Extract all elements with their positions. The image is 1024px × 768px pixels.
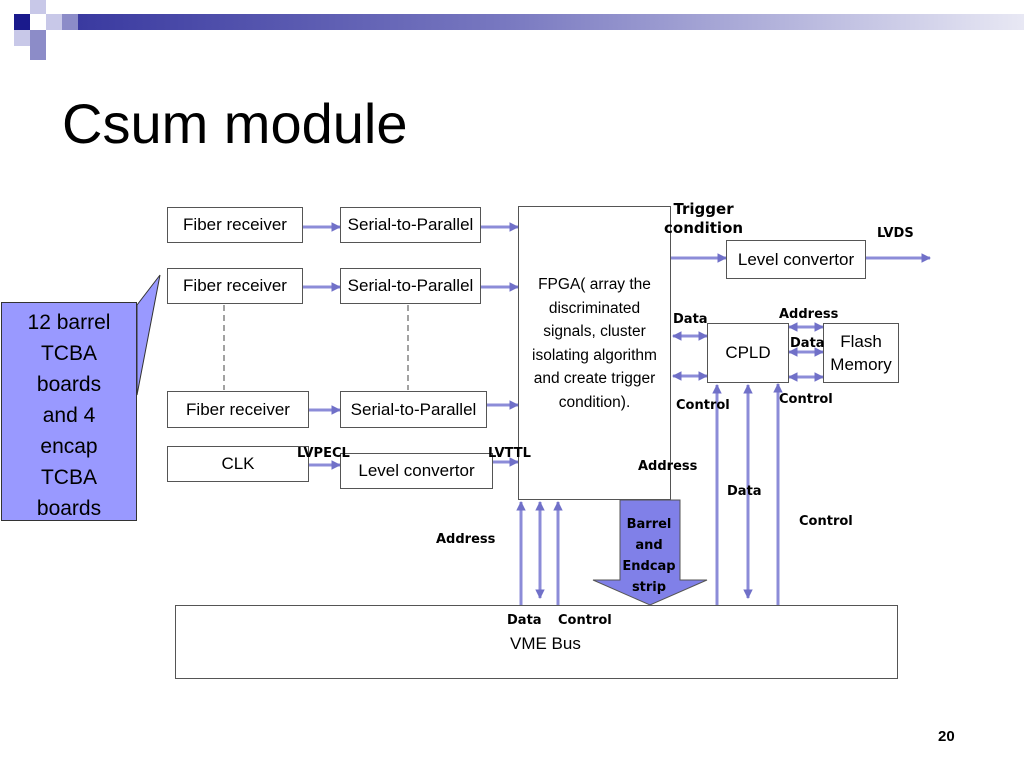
data-right-label: Data xyxy=(727,484,762,499)
address-cpld-flash-label: Address xyxy=(779,307,839,322)
fiber-receiver-3: Fiber receiver xyxy=(167,391,309,428)
fiber-receiver-2: Fiber receiver xyxy=(167,268,303,304)
lvpecl-label: LVPECL xyxy=(297,446,350,461)
boards-callout: 12 barrel TCBA boards and 4 encap TCBA b… xyxy=(1,302,137,521)
control-vme-label: Control xyxy=(558,613,612,628)
page-number: 20 xyxy=(938,728,955,745)
serial-to-parallel-3: Serial-to-Parallel xyxy=(340,391,487,428)
data-cpld-flash-label: Data xyxy=(790,336,825,351)
trigger-condition-label: Trigger condition xyxy=(664,200,744,237)
vme-bus-label: VME Bus xyxy=(510,634,581,653)
control-cpld-flash-label: Control xyxy=(779,392,833,407)
level-convertor-top: Level convertor xyxy=(726,240,866,279)
corner-decoration xyxy=(0,0,1024,70)
level-convertor-bottom: Level convertor xyxy=(340,453,493,489)
cpld-box: CPLD xyxy=(707,323,789,383)
address-left-label: Address xyxy=(436,532,496,547)
data-vme-label: Data xyxy=(507,613,542,628)
fpga-description: FPGA( array the discriminated signals, c… xyxy=(532,276,657,411)
vme-bus-box xyxy=(175,605,898,679)
data-fpga-cpld-label: Data xyxy=(673,312,708,327)
control-right-label: Control xyxy=(799,514,853,529)
serial-to-parallel-1: Serial-to-Parallel xyxy=(340,207,481,243)
flash-memory-box: Flash Memory xyxy=(823,323,899,383)
barrel-endcap-strip-label: Barrel and Endcap strip xyxy=(622,517,676,595)
slide-title: Csum module xyxy=(62,92,408,155)
clk-box: CLK xyxy=(167,446,309,482)
lvttl-label: LVTTL xyxy=(488,446,531,461)
fiber-receiver-1: Fiber receiver xyxy=(167,207,303,243)
control-fpga-cpld-label: Control xyxy=(676,398,730,413)
address-fpga-right-label: Address xyxy=(638,459,698,474)
fpga-block: FPGA( array the discriminated signals, c… xyxy=(518,206,671,500)
lvds-label: LVDS xyxy=(877,226,914,241)
serial-to-parallel-2: Serial-to-Parallel xyxy=(340,268,481,304)
